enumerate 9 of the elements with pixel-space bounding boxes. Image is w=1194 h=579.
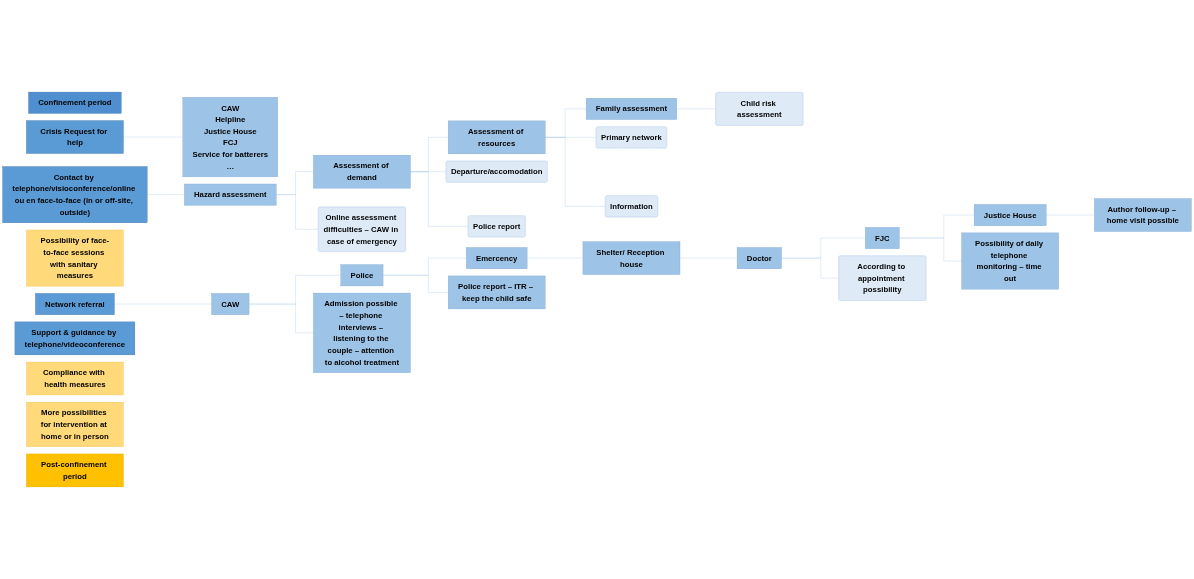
connector <box>899 237 962 262</box>
connector <box>276 194 319 230</box>
connector <box>410 137 449 172</box>
connector <box>410 171 469 227</box>
connector <box>382 275 449 293</box>
connector <box>248 303 314 334</box>
connector <box>410 171 447 172</box>
connector <box>545 137 606 207</box>
connector <box>781 257 839 279</box>
